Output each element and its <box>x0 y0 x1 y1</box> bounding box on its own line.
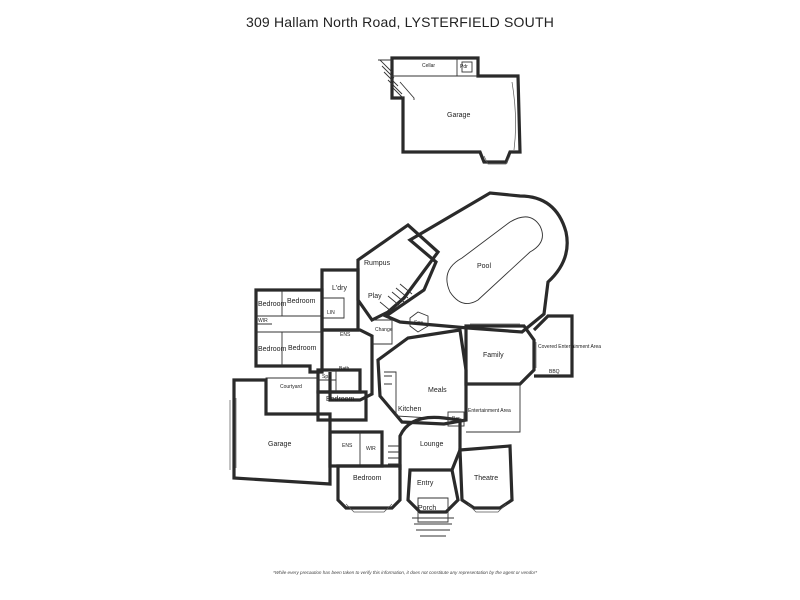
family-label: Family <box>483 352 504 359</box>
lounge-walls <box>398 415 462 471</box>
main-bedroom-bay <box>345 503 393 513</box>
entertainment-area-label: Entertainment Area <box>468 408 511 414</box>
lower-garage-walls <box>232 378 332 486</box>
central-corridor-walls <box>322 328 374 402</box>
cellar-divider <box>392 58 478 77</box>
kitchen-label: Kitchen <box>398 406 421 413</box>
pdr-label: Pdr <box>460 64 468 70</box>
spa-small-label: Spa <box>322 374 331 380</box>
courtyard-label: Courtyard <box>280 384 302 390</box>
theatre-label: Theatre <box>474 475 498 482</box>
entertainment-area <box>466 383 521 433</box>
bedroom-4-label: Bedroom <box>288 345 317 352</box>
bedroom-5-label: Bedroom <box>326 396 355 403</box>
bath-dividers <box>318 370 337 392</box>
upper-level: Cellar Pdr Garage <box>378 56 522 165</box>
bedroom-wing-walls <box>254 288 324 374</box>
porch-steps <box>412 517 454 537</box>
wir-2-label: WIR <box>366 446 376 452</box>
main-house <box>229 222 574 537</box>
ens-1-label: ENS <box>340 332 351 338</box>
upper-stair <box>378 59 404 99</box>
pool-label: Pool <box>477 263 491 270</box>
covered-entertainment-label: Covered Entertainment Area <box>538 344 601 350</box>
spa-label: Spa <box>414 320 423 326</box>
bedroom-3-label: Bedroom <box>258 346 287 353</box>
entry-label: Entry <box>417 480 434 487</box>
pdr-toilet <box>461 61 473 73</box>
entry-walls <box>406 468 460 514</box>
porch-outline <box>417 497 449 523</box>
upper-garage-walls <box>390 56 522 164</box>
lounge-stair <box>388 445 400 465</box>
ens-2-label: ENS <box>342 443 353 449</box>
bedroom-2-label: Bedroom <box>287 298 316 305</box>
bedroom-wing-dividers <box>256 290 322 366</box>
lower-garage-label: Garage <box>268 441 291 448</box>
garage-door-lines <box>229 398 237 470</box>
theatre-walls <box>458 444 514 510</box>
theatre-bay <box>467 503 507 513</box>
page-title: 309 Hallam North Road, LYSTERFIELD SOUTH <box>245 14 555 30</box>
bar-counter <box>447 411 465 427</box>
laundry-divider <box>322 297 345 319</box>
bath-label: Bath <box>339 366 350 372</box>
upper-bay-window <box>483 155 511 165</box>
room-labels: Rumpus L'dry Play Bedroom Bedroom Bedroo… <box>258 260 601 512</box>
wir-1-label: WIR <box>258 318 268 324</box>
laundry-play-walls <box>320 268 360 332</box>
cellar-label: Cellar <box>422 63 435 69</box>
bedroom-1-label: Bedroom <box>258 301 287 308</box>
upper-stair-rail <box>399 81 415 100</box>
covered-entertainment-walls <box>532 314 574 378</box>
pool-enclosure <box>382 191 569 334</box>
change-label: Change <box>375 327 393 333</box>
bar-label: Bar <box>452 416 460 422</box>
pool-area: Pool Spa <box>382 191 569 334</box>
upper-garage-label: Garage <box>447 112 470 119</box>
rumpus-label: Rumpus <box>364 260 391 267</box>
main-bedroom-walls <box>336 464 402 510</box>
change-room <box>372 319 393 345</box>
family-window <box>470 323 537 368</box>
pool-shape <box>446 216 543 305</box>
lounge-label: Lounge <box>420 441 443 448</box>
kitchen-meals-walls <box>376 328 468 426</box>
main-bedroom-label: Bedroom <box>353 475 382 482</box>
kitchen-bench <box>384 371 431 419</box>
disclaimer-text: *While every precaution has been taken t… <box>272 570 538 575</box>
rumpus-walls <box>356 222 441 323</box>
spa-shape <box>409 311 429 333</box>
bbq-label: BBQ <box>549 369 560 375</box>
play-label: Play <box>368 293 382 300</box>
rumpus-stair <box>379 283 413 313</box>
porch-label: Porch <box>418 505 436 512</box>
meals-label: Meals <box>428 387 447 394</box>
lin-label: LIN <box>327 310 335 316</box>
garage-door-curve <box>511 81 516 151</box>
ldry-label: L'dry <box>332 285 347 292</box>
